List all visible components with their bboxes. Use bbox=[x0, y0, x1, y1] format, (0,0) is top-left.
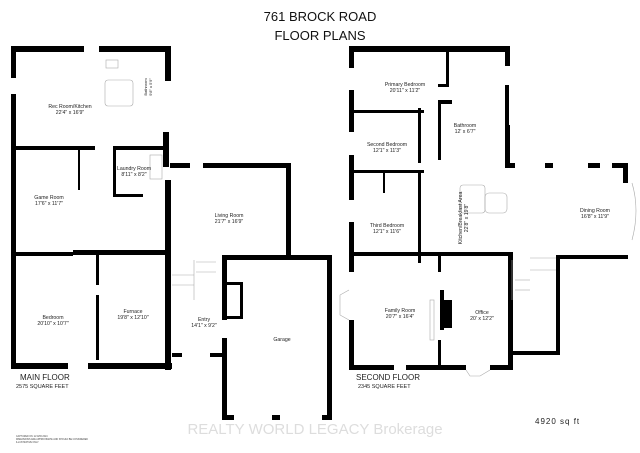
room-game-room: Game Room 17'6" x 11'7" bbox=[34, 195, 63, 207]
room-laundry: Laundry Room 8'11" x 8'2" bbox=[117, 166, 151, 178]
total-area: 4920 sq ft bbox=[535, 417, 580, 426]
second-floor-area: 2345 SQUARE FEET bbox=[358, 384, 411, 390]
room-bedroom: Bedroom 20'10" x 10'7" bbox=[37, 315, 68, 327]
room-second-bedroom: Second Bedroom 12'1" x 11'3" bbox=[367, 142, 407, 154]
title-line-2: FLOOR PLANS bbox=[274, 28, 365, 43]
svg-text:16'8" x 11'9": 16'8" x 11'9" bbox=[581, 214, 609, 220]
svg-text:Entry: Entry bbox=[198, 317, 211, 323]
svg-text:Second Bedroom: Second Bedroom bbox=[367, 142, 407, 148]
disclaimer-line-1: CAPTURED ON: 22 APR 2024 bbox=[16, 435, 48, 438]
main-floor-walls bbox=[11, 46, 332, 420]
svg-text:22'4" x 16'9": 22'4" x 16'9" bbox=[56, 110, 85, 116]
svg-text:9'8" x 5'9": 9'8" x 5'9" bbox=[148, 78, 153, 96]
svg-text:Kitchen/Breakfast Area: Kitchen/Breakfast Area bbox=[458, 192, 464, 245]
svg-text:21'7" x 16'9": 21'7" x 16'9" bbox=[215, 219, 244, 225]
svg-text:17'6" x 11'7": 17'6" x 11'7" bbox=[35, 201, 63, 207]
svg-text:20' x 12'2": 20' x 12'2" bbox=[470, 316, 494, 322]
disclaimer-line-3: ILLUSTRATIVE ONLY. bbox=[16, 441, 39, 444]
second-floor-label: SECOND FLOOR bbox=[356, 373, 420, 382]
svg-text:Family Room: Family Room bbox=[385, 308, 416, 314]
room-furnace: Furnace 19'8" x 12'10" bbox=[117, 309, 148, 321]
room-living-room: Living Room 21'7" x 16'9" bbox=[215, 213, 244, 225]
svg-text:Game Room: Game Room bbox=[34, 195, 63, 201]
room-rec-room-kitchen: Rec Room/Kitchen 22'4" x 16'9" bbox=[48, 104, 91, 116]
svg-text:Third Bedroom: Third Bedroom bbox=[370, 223, 404, 229]
second-floor-fixtures bbox=[339, 182, 637, 377]
svg-text:8'11" x 8'2": 8'11" x 8'2" bbox=[121, 172, 146, 178]
brokerage-watermark: REALTY WORLD LEGACY Brokerage bbox=[187, 421, 442, 438]
svg-text:Bathroom: Bathroom bbox=[143, 78, 148, 96]
room-dining-room: Dining Room 16'8" x 11'9" bbox=[580, 208, 610, 220]
svg-text:Living Room: Living Room bbox=[215, 213, 244, 219]
svg-text:Office: Office bbox=[475, 310, 489, 316]
second-floor-walls bbox=[349, 46, 628, 370]
room-main-bathroom: Bathroom 9'8" x 5'9" bbox=[143, 78, 153, 96]
svg-text:20'10" x 10'7": 20'10" x 10'7" bbox=[37, 321, 68, 327]
main-floor-fixtures bbox=[104, 59, 216, 300]
svg-text:19'8" x 12'10": 19'8" x 12'10" bbox=[117, 315, 148, 321]
svg-text:Bedroom: Bedroom bbox=[42, 315, 63, 321]
svg-text:14'1" x 9'2": 14'1" x 9'2" bbox=[191, 323, 217, 329]
svg-text:12' x 6'7": 12' x 6'7" bbox=[455, 129, 476, 135]
svg-text:Garage: Garage bbox=[273, 337, 290, 343]
svg-text:20'11" x 11'2": 20'11" x 11'2" bbox=[390, 88, 421, 94]
svg-text:Laundry Room: Laundry Room bbox=[117, 166, 151, 172]
svg-text:Dining Room: Dining Room bbox=[580, 208, 610, 214]
main-floor-label: MAIN FLOOR bbox=[20, 373, 70, 382]
svg-text:Furnace: Furnace bbox=[123, 309, 142, 315]
svg-text:Rec Room/Kitchen: Rec Room/Kitchen bbox=[48, 104, 91, 110]
room-office: Office 20' x 12'2" bbox=[470, 310, 494, 322]
svg-text:20'7" x 16'4": 20'7" x 16'4" bbox=[386, 314, 415, 320]
room-kitchen-breakfast: Kitchen/Breakfast Area 22'8" x 19'8" bbox=[458, 192, 470, 245]
svg-text:Primary Bedroom: Primary Bedroom bbox=[385, 82, 425, 88]
room-primary-bedroom: Primary Bedroom 20'11" x 11'2" bbox=[385, 82, 425, 94]
svg-text:22'8" x 19'8": 22'8" x 19'8" bbox=[464, 204, 470, 233]
room-third-bedroom: Third Bedroom 12'1" x 11'6" bbox=[370, 223, 404, 235]
room-second-bathroom: Bathroom 12' x 6'7" bbox=[454, 123, 477, 135]
room-entry: Entry 14'1" x 9'2" bbox=[191, 317, 217, 329]
title-line-1: 761 BROCK ROAD bbox=[264, 9, 377, 24]
room-family-room: Family Room 20'7" x 16'4" bbox=[385, 308, 416, 320]
svg-text:Bathroom: Bathroom bbox=[454, 123, 477, 129]
main-floor-area: 2575 SQUARE FEET bbox=[16, 384, 69, 390]
svg-text:12'1" x 11'3": 12'1" x 11'3" bbox=[373, 148, 401, 154]
disclaimer-line-2: DIMENSIONS ARE APPROXIMATE AND SHOULD BE… bbox=[16, 438, 88, 441]
svg-text:12'1" x 11'6": 12'1" x 11'6" bbox=[373, 229, 401, 235]
room-garage: Garage bbox=[273, 337, 290, 343]
